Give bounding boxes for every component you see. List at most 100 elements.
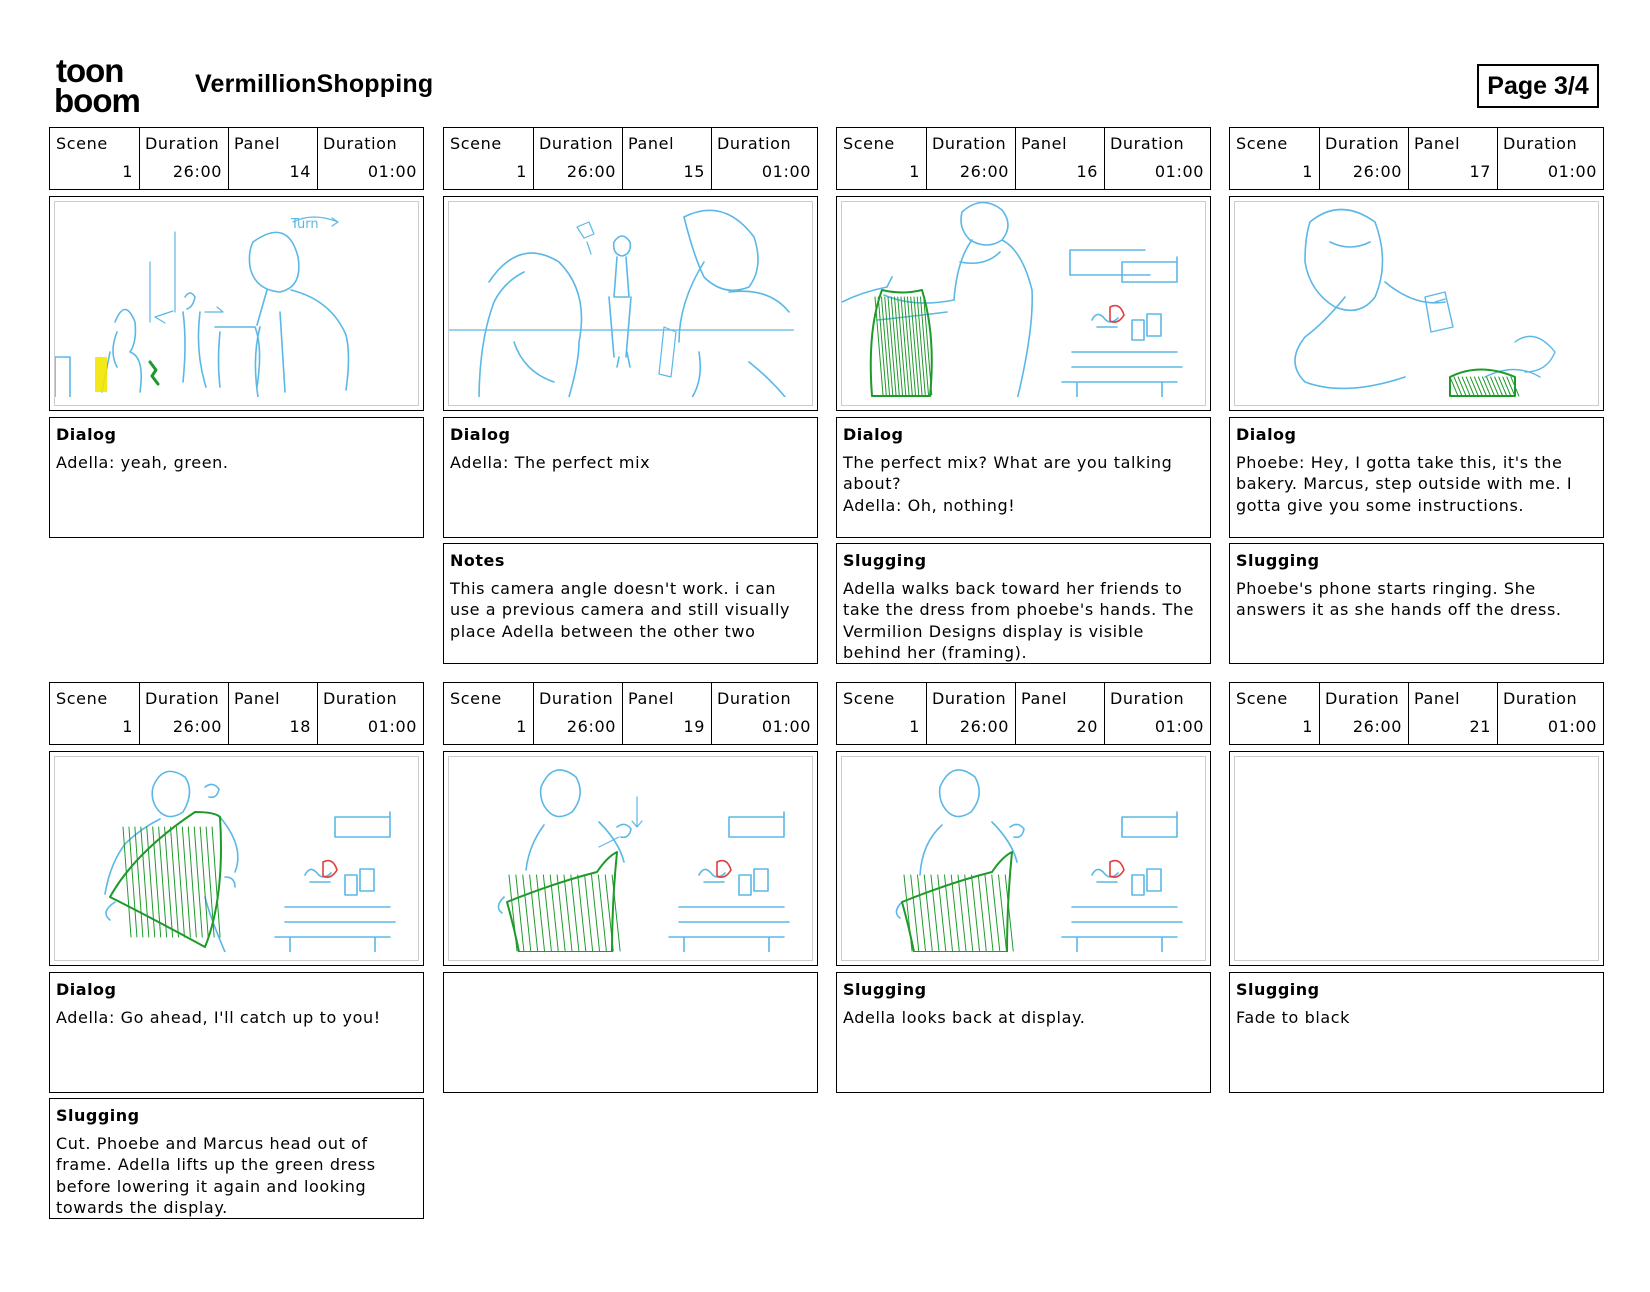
scene-duration-label: Duration: [1325, 134, 1400, 153]
panel-number-value: 18: [289, 717, 311, 736]
scene-duration-value: 26:00: [566, 717, 616, 736]
page-indicator: Page 3/4: [1477, 64, 1599, 108]
panel-number-value: 19: [683, 717, 705, 736]
panel-duration-cell: Duration 01:00: [317, 683, 423, 744]
scene-duration-label: Duration: [932, 134, 1007, 153]
scene-cell: Scene 1: [50, 128, 140, 189]
box-heading: Slugging: [1236, 980, 1320, 999]
box-heading: Slugging: [1236, 551, 1320, 570]
box-text: Adella: yeah, green.: [56, 453, 229, 472]
scene-cell: Scene 1: [1230, 128, 1320, 189]
panel-duration-label: Duration: [323, 689, 398, 708]
toonboom-logo: toon boom: [54, 52, 172, 119]
box-text: Adella: Go ahead, I'll catch up to you!: [56, 1008, 381, 1027]
scene-value: 1: [516, 717, 527, 736]
scene-duration-label: Duration: [1325, 689, 1400, 708]
panel-number-label: Panel: [1021, 689, 1068, 708]
panel-number-label: Panel: [628, 134, 675, 153]
panel-sketch-frame: [836, 751, 1211, 966]
panel-sketch-frame: [1229, 751, 1604, 966]
scene-duration-value: 26:00: [959, 162, 1009, 181]
box-text: Adella walks back toward her friends to …: [843, 579, 1195, 662]
sketch-blank: [1234, 756, 1599, 961]
scene-label: Scene: [1236, 689, 1288, 708]
scene-duration-value: 26:00: [172, 717, 222, 736]
scene-value: 1: [122, 162, 133, 181]
panel-header: Scene 1 Duration 26:00 Panel 18 Duration…: [49, 682, 424, 745]
panel-number-label: Panel: [1021, 134, 1068, 153]
scene-duration-value: 26:00: [172, 162, 222, 181]
box-text: Phoebe: Hey, I gotta take this, it's the…: [1236, 453, 1573, 515]
scene-value: 1: [909, 162, 920, 181]
panel-number-value: 14: [289, 162, 311, 181]
panel-sketch-frame: [1229, 196, 1604, 411]
panel-duration-cell: Duration 01:00: [1497, 683, 1603, 744]
panel-text-box: Notes This camera angle doesn't work. i …: [443, 543, 818, 664]
scene-label: Scene: [450, 134, 502, 153]
panel-number-cell: Panel 18: [228, 683, 318, 744]
sketch-adella-green-display-turn: Turn: [54, 201, 419, 406]
sketch-three-characters-wide: [448, 201, 813, 406]
box-heading: Dialog: [450, 425, 511, 444]
panel-number-cell: Panel 17: [1408, 128, 1498, 189]
panel-duration-value: 01:00: [1154, 162, 1204, 181]
sketch-dress-handoff: [841, 201, 1206, 406]
panel-duration-label: Duration: [717, 134, 792, 153]
panel-text-box: Dialog The perfect mix? What are you tal…: [836, 417, 1211, 538]
panel-sketch-frame: [49, 751, 424, 966]
box-text: Adella: The perfect mix: [450, 453, 651, 472]
panel-duration-label: Duration: [323, 134, 398, 153]
scene-duration-label: Duration: [539, 134, 614, 153]
panel-number-cell: Panel 15: [622, 128, 712, 189]
panel-duration-label: Duration: [1503, 134, 1578, 153]
panel-number-cell: Panel 19: [622, 683, 712, 744]
sketch-adella-lifts-dress: [54, 756, 419, 961]
panel-duration-label: Duration: [1110, 689, 1185, 708]
box-heading: Slugging: [843, 980, 927, 999]
scene-duration-value: 26:00: [1352, 162, 1402, 181]
scene-cell: Scene 1: [50, 683, 140, 744]
scene-value: 1: [122, 717, 133, 736]
panel-duration-cell: Duration 01:00: [1104, 128, 1210, 189]
panel-text-box: Dialog Adella: The perfect mix: [443, 417, 818, 538]
box-heading: Dialog: [843, 425, 904, 444]
sketch-phoebe-phone: [1234, 201, 1599, 406]
scene-duration-cell: Duration 26:00: [926, 683, 1016, 744]
box-text: Adella looks back at display.: [843, 1008, 1086, 1027]
scene-duration-label: Duration: [539, 689, 614, 708]
scene-duration-cell: Duration 26:00: [139, 683, 229, 744]
scene-value: 1: [1302, 717, 1313, 736]
panel-header: Scene 1 Duration 26:00 Panel 17 Duration…: [1229, 127, 1604, 190]
panel-text-box: Slugging Fade to black: [1229, 972, 1604, 1093]
scene-label: Scene: [450, 689, 502, 708]
panel-text-box: Dialog Adella: Go ahead, I'll catch up t…: [49, 972, 424, 1093]
panel-text-box: Slugging Adella looks back at display.: [836, 972, 1211, 1093]
box-text: Fade to black: [1236, 1008, 1351, 1027]
panel-number-value: 17: [1469, 162, 1491, 181]
panel-number-cell: Panel 16: [1015, 128, 1105, 189]
box-heading: Dialog: [56, 980, 117, 999]
sketch-adella-looks-display: [841, 756, 1206, 961]
panel-duration-value: 01:00: [1547, 717, 1597, 736]
panel-duration-cell: Duration 01:00: [1104, 683, 1210, 744]
panel-duration-value: 01:00: [367, 717, 417, 736]
panel-duration-label: Duration: [717, 689, 792, 708]
scene-duration-value: 26:00: [566, 162, 616, 181]
panel-duration-value: 01:00: [761, 717, 811, 736]
scene-label: Scene: [843, 689, 895, 708]
panel-duration-cell: Duration 01:00: [1497, 128, 1603, 189]
panel-header: Scene 1 Duration 26:00 Panel 21 Duration…: [1229, 682, 1604, 745]
project-title: VermillionShopping: [195, 70, 434, 98]
panel-sketch-frame: [443, 196, 818, 411]
scene-cell: Scene 1: [444, 128, 534, 189]
panel-duration-cell: Duration 01:00: [711, 683, 817, 744]
panel-duration-label: Duration: [1503, 689, 1578, 708]
panel-number-label: Panel: [628, 689, 675, 708]
panel-number-value: 16: [1076, 162, 1098, 181]
panel-duration-value: 01:00: [1547, 162, 1597, 181]
panel-text-box: Dialog Adella: yeah, green.: [49, 417, 424, 538]
panel-sketch-frame: [836, 196, 1211, 411]
scene-duration-cell: Duration 26:00: [1319, 683, 1409, 744]
panel-header: Scene 1 Duration 26:00 Panel 19 Duration…: [443, 682, 818, 745]
panel-text-box: Slugging Cut. Phoebe and Marcus head out…: [49, 1098, 424, 1219]
